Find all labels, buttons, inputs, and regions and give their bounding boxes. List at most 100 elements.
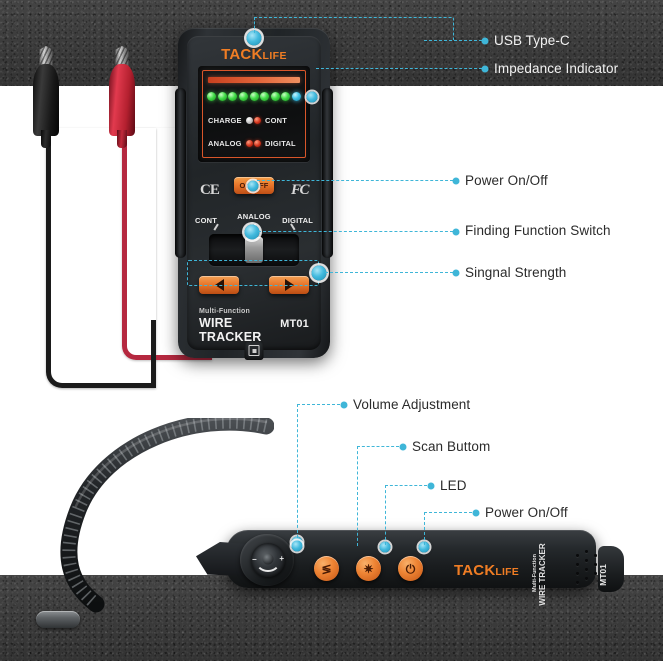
probe-model-number-vertical: MT01 <box>598 552 638 588</box>
status-cont-led-icon <box>254 117 261 124</box>
model-name-label: WIRE TRACKER <box>199 316 262 344</box>
leader-volume-vertical <box>297 404 298 538</box>
callout-label-impedance-indicator: Impedance Indicator <box>494 61 619 76</box>
probe-brand-suffix-text: LIFE <box>495 566 519 578</box>
main-unit-faceplate: TACKLIFE <box>187 36 321 350</box>
main-unit-brand: TACKLIFE <box>187 46 321 63</box>
callout-label-led: LED <box>440 478 467 493</box>
callout-anchor-led <box>379 541 391 553</box>
black-test-lead-cable <box>46 128 156 388</box>
callout-dot-signal-strength <box>452 269 460 277</box>
probe-model-number-label: MT01 <box>598 564 608 586</box>
impedance-led-3 <box>228 92 238 101</box>
led-button[interactable]: ✷ <box>356 556 381 581</box>
status-cont-label: CONT <box>265 115 288 125</box>
probe-brand-text: TACK <box>454 562 496 579</box>
callout-anchor-usb-type-c <box>246 30 262 46</box>
display-screen: CHARGE CONT ANALOG DIGITAL <box>198 66 310 162</box>
volume-knob-nub <box>262 553 274 565</box>
impedance-led-9-highlight <box>292 92 301 101</box>
status-analog: ANALOG <box>208 140 254 148</box>
callout-anchor-signal-strength <box>311 265 327 281</box>
callout-anchor-scan-button <box>291 540 303 552</box>
main-unit-body: TACKLIFE <box>175 28 333 360</box>
status-digital-led-icon <box>254 140 261 147</box>
arrow-right-icon <box>284 279 294 291</box>
brand-suffix-text: LIFE <box>262 50 287 62</box>
status-charge-label: CHARGE <box>208 115 242 125</box>
status-analog-led-icon <box>245 140 253 147</box>
impedance-led-4 <box>238 92 248 101</box>
model-number-label: MT01 <box>280 318 309 330</box>
callout-label-power-on-off-main: Power On/Off <box>465 173 548 188</box>
probe-power-button[interactable]: ⏻ <box>398 556 423 581</box>
callout-anchor-impedance-indicator <box>306 91 318 103</box>
alligator-clip-black <box>33 46 59 136</box>
probe-model-name-label: WIRE TRACKER <box>538 543 547 606</box>
scan-icon: ≶ <box>321 561 332 576</box>
volume-adjustment-knob[interactable]: − + <box>251 543 285 577</box>
tick-right <box>289 223 295 231</box>
speaker-grille <box>574 550 604 590</box>
impedance-led-6 <box>260 92 270 101</box>
callout-dot-volume-adjustment <box>340 401 348 409</box>
status-charge-led-icon <box>245 117 253 124</box>
clip-boot <box>109 64 135 136</box>
mode-label-analog: ANALOG <box>237 212 271 221</box>
probe-metal-tip <box>36 611 80 628</box>
impedance-led-7 <box>270 92 280 101</box>
volume-arc-icon <box>255 548 281 572</box>
callout-dot-finding-function-switch <box>452 228 460 236</box>
bottom-logo-badge <box>244 341 264 360</box>
volume-plus-icon: + <box>279 554 284 563</box>
side-grip-left <box>175 88 186 258</box>
callout-label-volume-adjustment: Volume Adjustment <box>353 397 471 412</box>
callout-label-finding-function-switch: Finding Function Switch <box>465 223 611 238</box>
callout-dot-scan-button <box>399 443 407 451</box>
leader-volume-horizontal <box>297 404 340 405</box>
scan-button[interactable]: ≶ <box>314 556 339 581</box>
status-cont: CONT <box>254 117 300 125</box>
callout-anchor-power-probe <box>418 541 430 553</box>
callout-dot-impedance-indicator <box>481 65 489 73</box>
impedance-led-2 <box>217 92 227 101</box>
callout-label-usb-type-c: USB Type-C <box>494 33 570 48</box>
fc-mark-icon: FC <box>290 182 310 198</box>
impedance-led-5 <box>249 92 259 101</box>
callout-label-signal-strength: Singnal Strength <box>465 265 567 280</box>
tick-left <box>213 223 219 231</box>
probe-brand: TACKLIFE <box>454 562 519 579</box>
signal-decrease-button[interactable] <box>199 276 239 294</box>
led-icon: ✷ <box>363 561 374 576</box>
status-digital: DIGITAL <box>254 140 300 148</box>
model-multi-function-label: Multi-Function <box>199 308 251 315</box>
impedance-led-row <box>207 91 301 102</box>
leader-signal-strength-horizontal <box>325 272 453 273</box>
callout-anchor-power-main <box>247 180 259 192</box>
flexible-gooseneck-probe <box>60 418 274 613</box>
probe-pen-body: ≶ ✷ ⏻ TACKLIFE Multi-Function WIRE TRACK… <box>196 520 624 606</box>
callout-label-power-on-off-probe: Power On/Off <box>485 505 568 520</box>
side-grip-right <box>322 88 333 258</box>
mode-switch-labels: CONT ANALOG DIGITAL <box>195 212 313 225</box>
mode-label-digital: DIGITAL <box>282 216 313 225</box>
callout-dot-led <box>427 482 435 490</box>
status-analog-label: ANALOG <box>208 138 242 148</box>
callout-dot-power-main <box>452 177 460 185</box>
red-test-lead-cable <box>122 128 212 360</box>
power-icon: ⏻ <box>405 561 416 576</box>
leader-scan-horizontal <box>357 446 399 447</box>
signal-increase-button[interactable] <box>269 276 309 294</box>
leader-power-probe-horizontal <box>424 512 472 513</box>
main-unit-model-block: Multi-Function WIRE TRACKER MT01 <box>199 308 309 344</box>
status-digital-label: DIGITAL <box>265 138 296 148</box>
finding-function-switch-knob[interactable] <box>245 237 263 263</box>
background-texture-bottom <box>0 575 663 661</box>
mode-label-cont: CONT <box>195 216 218 225</box>
status-indicator-grid: CHARGE CONT ANALOG DIGITAL <box>208 110 300 154</box>
leader-led-horizontal <box>385 485 427 486</box>
signal-bar-graph <box>208 77 300 83</box>
volume-minus-icon: − <box>252 555 257 564</box>
callout-dot-power-probe <box>472 509 480 517</box>
